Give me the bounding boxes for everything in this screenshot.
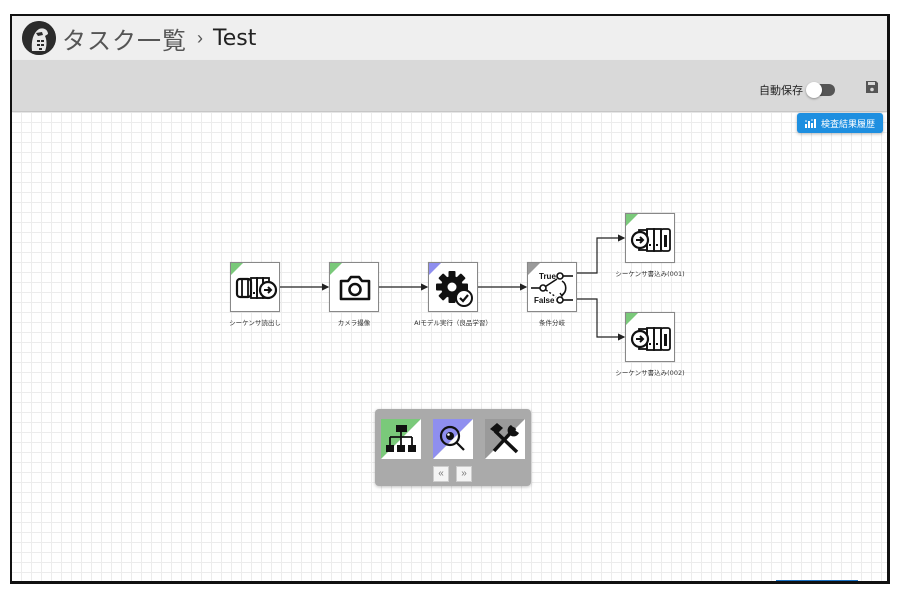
bar-chart-icon xyxy=(804,119,816,128)
palette-flow-category[interactable] xyxy=(381,419,421,459)
category-corner xyxy=(626,313,638,325)
node-ai-model[interactable] xyxy=(428,262,478,312)
toolbar: 自動保存 xyxy=(12,60,887,112)
node-label: 条件分岐 xyxy=(539,319,565,327)
hierarchy-icon xyxy=(381,419,421,459)
node-sequencer-read[interactable] xyxy=(230,262,280,312)
node-label: カメラ撮像 xyxy=(337,319,371,327)
node-label: AIモデル実行（良品学習） xyxy=(414,319,492,327)
node-sequencer-write-001[interactable] xyxy=(625,213,675,263)
node-camera-capture[interactable] xyxy=(329,262,379,312)
app-window: タスク一覧 › Test 自動保存 検査結果履歴 xyxy=(10,14,890,584)
node-sequencer-write-002[interactable] xyxy=(625,312,675,362)
breadcrumb-current: Test xyxy=(213,25,257,51)
true-label: True xyxy=(539,272,556,281)
camera-icon xyxy=(339,275,371,301)
category-corner xyxy=(528,263,540,275)
category-corner xyxy=(330,263,342,275)
category-corner xyxy=(231,263,243,275)
inspection-history-button[interactable]: 検査結果履歴 xyxy=(796,113,883,133)
node-palette: « » xyxy=(375,409,531,486)
app-logo-icon xyxy=(22,21,56,55)
gear-check-icon xyxy=(436,271,473,307)
category-corner xyxy=(626,214,638,226)
hammer-wrench-icon xyxy=(485,419,525,459)
sequencer-write-icon xyxy=(630,327,671,351)
node-label: シーケンサ書込み(002) xyxy=(615,369,685,377)
palette-inspection-category[interactable] xyxy=(433,419,473,459)
node-label: シーケンサ書込み(001) xyxy=(615,270,685,278)
palette-next-button[interactable]: » xyxy=(456,466,472,482)
node-label: シーケンサ読出し xyxy=(229,319,281,327)
magnifier-eye-icon xyxy=(433,419,473,459)
breadcrumb-task-list[interactable]: タスク一覧 xyxy=(62,26,187,55)
node-condition-branch[interactable]: True False xyxy=(527,262,577,312)
horizontal-scrollbar[interactable] xyxy=(776,580,858,581)
inspection-history-label: 検査結果履歴 xyxy=(820,119,875,130)
autosave-control: 自動保存 xyxy=(759,82,835,98)
sequencer-write-icon xyxy=(630,228,671,252)
false-label: False xyxy=(534,296,555,305)
floppy-disk-icon xyxy=(866,81,878,93)
save-button[interactable] xyxy=(865,80,881,96)
sequencer-read-icon xyxy=(235,277,278,300)
palette-tools-category[interactable] xyxy=(485,419,525,459)
breadcrumb-separator: › xyxy=(197,27,203,48)
header: タスク一覧 › Test xyxy=(12,16,887,60)
autosave-label: 自動保存 xyxy=(759,84,803,97)
flow-canvas[interactable] xyxy=(12,113,887,581)
switch-branch-icon: True False xyxy=(531,272,573,305)
palette-prev-button[interactable]: « xyxy=(433,466,449,482)
category-corner xyxy=(429,263,441,275)
toggle-knob xyxy=(806,82,822,98)
autosave-toggle[interactable] xyxy=(806,82,835,98)
